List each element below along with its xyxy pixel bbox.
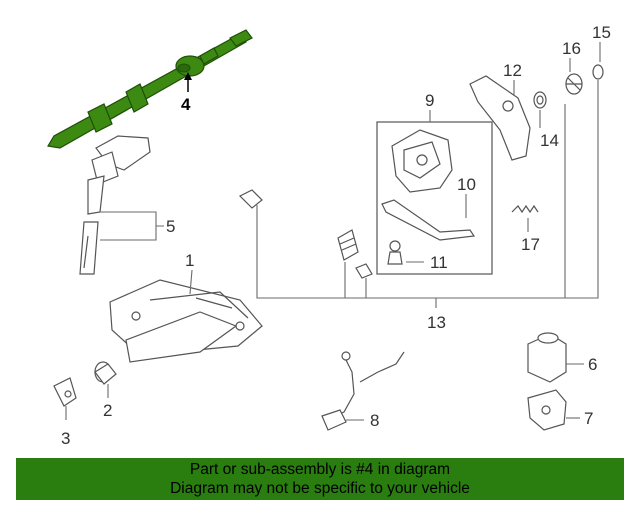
part-9-assembly-box — [376, 121, 493, 275]
callout-3: 3 — [61, 429, 70, 448]
callout-4-arrowhead — [184, 72, 192, 80]
part-info-banner: Part or sub-assembly is #4 in diagram Di… — [16, 458, 624, 500]
leader-5 — [100, 211, 164, 241]
callout-1: 1 — [185, 251, 194, 270]
callout-16: 16 — [562, 39, 581, 58]
part-9-tilt-mechanism[interactable] — [391, 129, 453, 193]
callout-13: 13 — [427, 313, 446, 332]
part-4-steering-shaft[interactable] — [47, 29, 253, 149]
callout-7: 7 — [584, 409, 593, 428]
part-15-washer[interactable] — [592, 64, 604, 80]
callout-17: 17 — [521, 235, 540, 254]
callout-5: 5 — [166, 217, 175, 236]
callout-4: 4 — [181, 95, 191, 114]
callout-2: 2 — [103, 401, 112, 420]
part-17-return-spring[interactable] — [511, 204, 539, 214]
part-12-lock-bracket[interactable] — [469, 75, 531, 161]
part-2-bushing[interactable] — [94, 361, 117, 385]
part-1-column-bracket[interactable] — [109, 279, 263, 363]
part-7-actuator[interactable] — [527, 389, 567, 431]
part-14-nut[interactable] — [533, 91, 547, 109]
callout-15: 15 — [592, 23, 611, 42]
part-11-ball-stud[interactable] — [387, 240, 403, 265]
callout-8: 8 — [370, 411, 379, 430]
callout-12: 12 — [503, 61, 522, 80]
callout-6: 6 — [588, 355, 597, 374]
callout-14: 14 — [540, 131, 559, 150]
callout-9: 9 — [425, 91, 434, 110]
part-13-hardware[interactable] — [238, 189, 373, 279]
leader-13 — [256, 80, 599, 308]
banner-line-1: Part or sub-assembly is #4 in diagram — [189, 461, 451, 478]
part-5-lower-shaft[interactable] — [79, 135, 151, 275]
banner-line-2: Diagram may not be specific to your vehi… — [170, 480, 470, 497]
leader-1 — [189, 269, 193, 295]
part-3-clip[interactable] — [53, 377, 77, 407]
part-16-spring[interactable] — [565, 73, 583, 95]
part-6-switch[interactable] — [527, 332, 567, 383]
part-10-tilt-lever[interactable] — [381, 199, 476, 241]
part-8-sensor[interactable] — [321, 351, 405, 431]
callout-11: 11 — [430, 253, 448, 272]
callout-10: 10 — [457, 175, 476, 194]
